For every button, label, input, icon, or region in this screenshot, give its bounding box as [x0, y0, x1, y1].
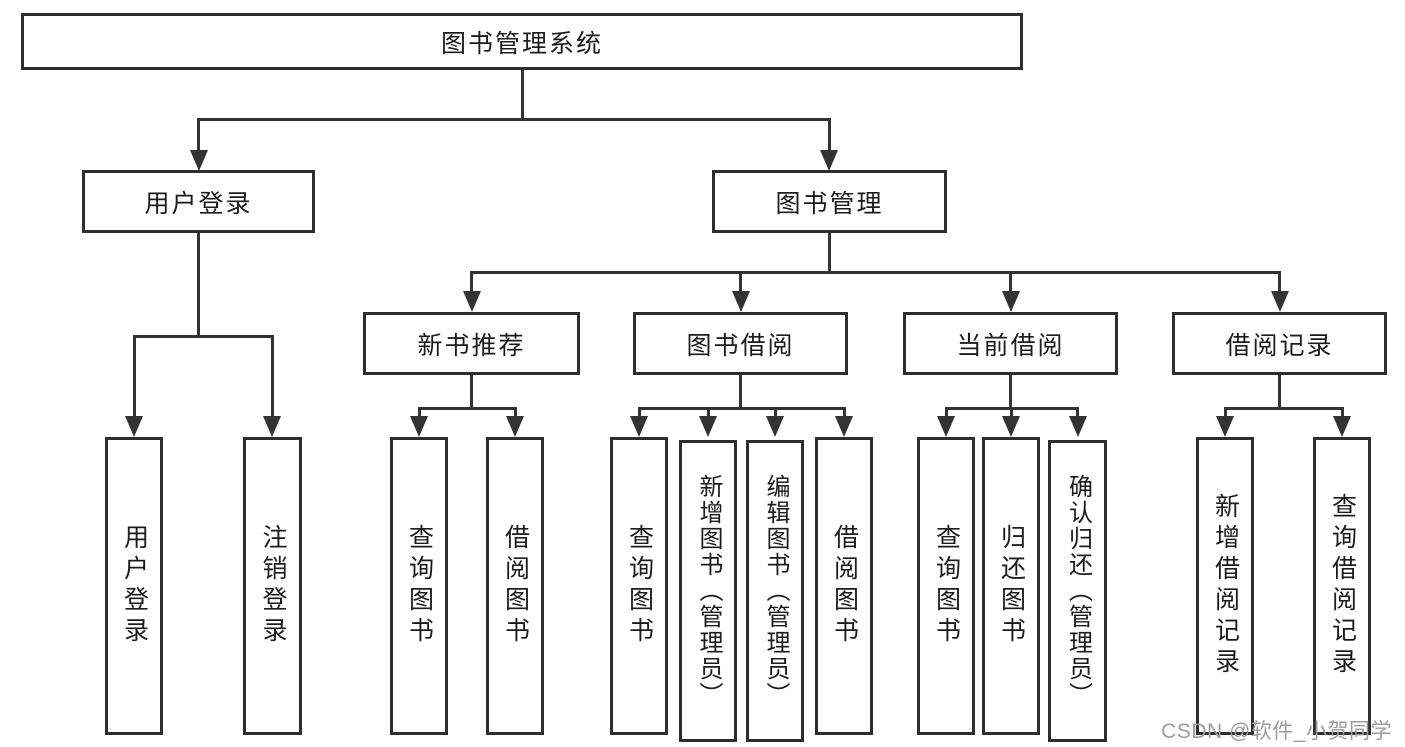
node-book-borrowing: 图书借阅 [633, 312, 848, 375]
connector-borrowing-drop-2 [707, 407, 710, 418]
leaf-current-query-books: 查询图书 [917, 437, 975, 735]
connector-bookmgmt-split [470, 271, 1281, 274]
connector-current-drop-1 [945, 407, 948, 418]
node-borrowing-records: 借阅记录 [1172, 312, 1387, 375]
leaf-borrowing-query-books: 查询图书 [610, 437, 668, 735]
connector-root-right-drop [828, 118, 831, 152]
node-root: 图书管理系统 [21, 13, 1023, 70]
leaf-edit-book-admin: 编辑图书（管理员） [746, 440, 804, 742]
connector-borrowing-drop-4 [843, 407, 846, 418]
connector-newbook-stem [470, 375, 473, 410]
connector-records-drop-1 [1224, 407, 1227, 418]
arrowhead-to-borrowing-records [1271, 291, 1289, 312]
connector-root-split [197, 118, 831, 121]
connector-userlogin-drop-1 [133, 335, 136, 417]
leaf-borrowing-borrow-books: 借阅图书 [815, 437, 873, 735]
connector-records-split [1224, 407, 1343, 410]
arrowhead-borrowing-leaf-2 [699, 416, 717, 437]
csdn-watermark: CSDN @软件_小贺同学 [1161, 720, 1392, 743]
connector-records-stem [1278, 375, 1281, 410]
leaf-newbook-borrow-books: 借阅图书 [486, 437, 544, 735]
leaf-logout: 注销登录 [243, 437, 302, 735]
connector-userlogin-stem [197, 233, 200, 337]
arrowhead-records-leaf-1 [1216, 416, 1234, 437]
connector-newbook-split [418, 407, 517, 410]
connector-current-drop-3 [1076, 407, 1079, 418]
connector-userlogin-drop-2 [271, 335, 274, 417]
arrowhead-to-leaf-logout [263, 416, 281, 437]
connector-current-drop-2 [1010, 407, 1013, 418]
connector-bookmgmt-drop-2 [739, 271, 742, 293]
leaf-newbook-query-books: 查询图书 [390, 437, 448, 735]
connector-borrowing-split [638, 407, 845, 410]
leaf-add-borrow-record: 新增借阅记录 [1196, 437, 1254, 735]
connector-borrowing-drop-3 [774, 407, 777, 418]
arrowhead-borrowing-leaf-4 [835, 416, 853, 437]
arrowhead-newbook-leaf-2 [506, 416, 524, 437]
arrowhead-to-user-login [190, 150, 208, 171]
connector-records-drop-2 [1341, 407, 1344, 418]
arrowhead-to-new-book [463, 291, 481, 312]
leaf-confirm-return-admin: 确认归还（管理员） [1048, 440, 1107, 742]
arrowhead-current-leaf-2 [1002, 416, 1020, 437]
leaf-user-login: 用户登录 [105, 437, 163, 735]
connector-current-stem [1009, 375, 1012, 410]
arrowhead-newbook-leaf-1 [410, 416, 428, 437]
node-user-login: 用户登录 [82, 170, 315, 233]
connector-bookmgmt-stem [828, 233, 831, 274]
leaf-return-books: 归还图书 [982, 437, 1040, 735]
connector-root-stem [521, 69, 524, 120]
connector-newbook-drop-2 [514, 407, 517, 418]
arrowhead-borrowing-leaf-1 [630, 416, 648, 437]
arrowhead-borrowing-leaf-3 [766, 416, 784, 437]
arrowhead-current-leaf-1 [937, 416, 955, 437]
connector-newbook-drop-1 [418, 407, 421, 418]
arrowhead-to-book-borrowing [732, 291, 750, 312]
arrowhead-current-leaf-3 [1069, 416, 1087, 437]
connector-bookmgmt-drop-3 [1009, 271, 1012, 293]
connector-bookmgmt-drop-1 [470, 271, 473, 293]
node-current-borrowing: 当前借阅 [903, 312, 1118, 375]
node-new-book-recommendation: 新书推荐 [363, 312, 580, 375]
node-book-management: 图书管理 [712, 170, 947, 233]
leaf-query-borrow-record: 查询借阅记录 [1313, 437, 1371, 735]
connector-userlogin-split [133, 335, 274, 338]
connector-borrowing-drop-1 [638, 407, 641, 418]
connector-root-left-drop [197, 118, 200, 152]
arrowhead-to-current-borrowing [1002, 291, 1020, 312]
arrowhead-records-leaf-2 [1333, 416, 1351, 437]
arrowhead-to-leaf-user-login [125, 416, 143, 437]
connector-borrowing-stem [739, 375, 742, 410]
leaf-add-book-admin: 新增图书（管理员） [679, 440, 737, 742]
connector-bookmgmt-drop-4 [1278, 271, 1281, 293]
arrowhead-to-book-management [820, 150, 838, 171]
